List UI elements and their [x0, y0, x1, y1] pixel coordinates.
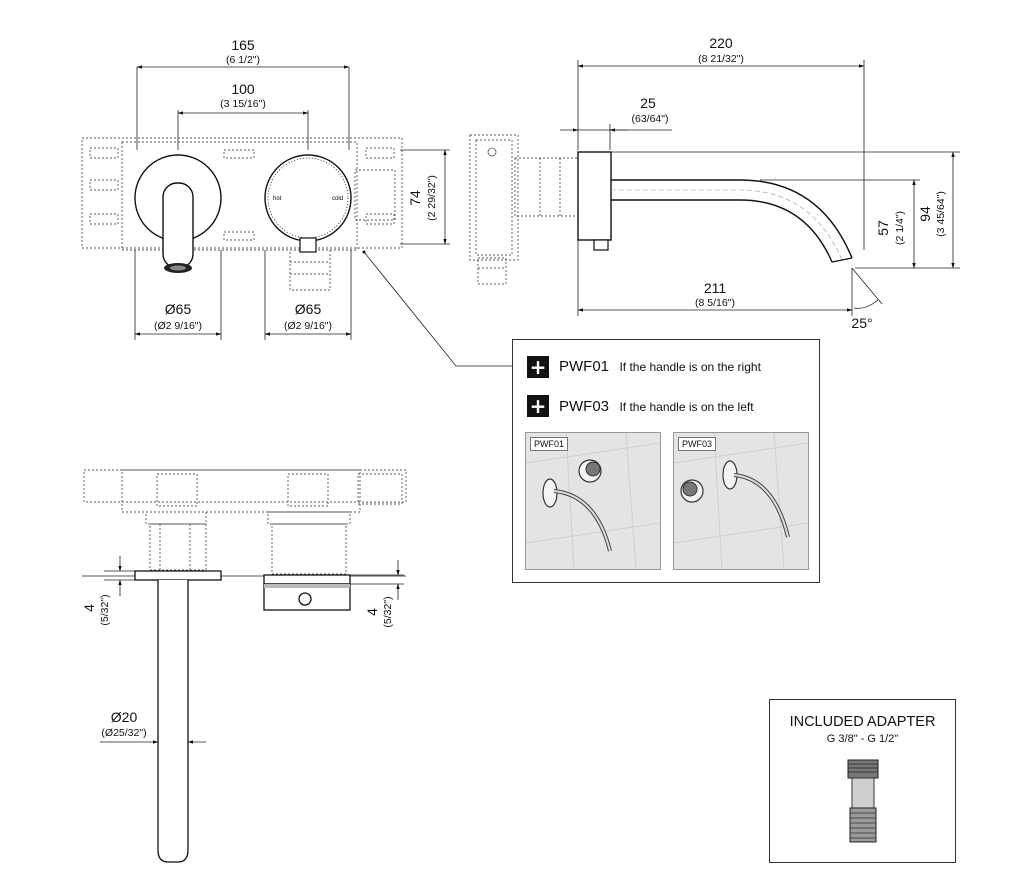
dim-spout-diameter-value: Ø20: [111, 709, 138, 725]
side-view: 220 (8 21/32") 25 (63/64") 57 (2 1/4") 9…: [469, 35, 960, 331]
plus-icon: +: [527, 356, 549, 378]
plan-view: 4 (5/32") 4 (5/32") Ø20 (Ø25/32"): [81, 469, 407, 863]
dim-projection-imperial: (8 21/32"): [698, 53, 744, 65]
option-code: PWF03: [559, 398, 610, 415]
dim-plate-imperial: (63/64"): [632, 113, 669, 125]
photo-pwf03: PWF03: [673, 432, 809, 570]
option-box: + PWF01 If the handle is on the right + …: [512, 339, 820, 583]
dim-plate-value: 25: [640, 95, 656, 111]
dim-projection-value: 220: [709, 35, 733, 51]
adapter-illustration: [847, 759, 879, 843]
dim-right-plate-value: 4: [364, 608, 380, 616]
dim-total-height-value: 94: [917, 206, 933, 222]
dim-right-diameter-value: Ø65: [295, 301, 322, 317]
adapter-subtitle: G 3/8" - G 1/2": [826, 733, 899, 745]
dim-spout-drop-value: 57: [875, 220, 891, 236]
plus-icon: +: [527, 395, 549, 417]
adapter-box: INCLUDED ADAPTER G 3/8" - G 1/2": [769, 699, 956, 863]
dim-left-diameter-imperial: (Ø2 9/16"): [154, 320, 202, 332]
dim-total-height-imperial: (3 45/64"): [935, 191, 947, 237]
dim-spout-drop-imperial: (2 1/4"): [894, 211, 906, 245]
dim-spout-diameter-imperial: (Ø25/32"): [101, 727, 146, 739]
photo-pwf01: PWF01: [525, 432, 661, 570]
dim-overall-value: 165: [231, 37, 255, 53]
dim-overall-imperial: (6 1/2"): [226, 54, 260, 66]
dim-left-plate-imperial: (5/32"): [99, 594, 111, 625]
dim-spout-reach-imperial: (8 5/16"): [695, 297, 735, 309]
adapter-title: INCLUDED ADAPTER: [789, 714, 936, 730]
option-code: PWF01: [559, 358, 610, 375]
dim-left-diameter-value: Ø65: [165, 301, 192, 317]
dim-right-plate-imperial: (5/32"): [382, 596, 394, 627]
dim-spout-reach-value: 211: [704, 280, 727, 296]
dim-right-diameter-imperial: (Ø2 9/16"): [284, 320, 332, 332]
photo-label: PWF01: [530, 437, 569, 451]
dim-centers-imperial: (3 15/16"): [220, 98, 266, 110]
option-description: If the handle is on the left: [619, 400, 754, 414]
dim-centers-value: 100: [231, 81, 255, 97]
option-pwf03: PWF03 If the handle is on the left: [559, 398, 754, 416]
angle-label: 25°: [851, 315, 872, 331]
dim-height-imperial: (2 29/32"): [426, 175, 438, 221]
handle-label-hot: hot: [273, 196, 282, 202]
dim-height-value: 74: [407, 190, 423, 206]
option-pwf01: PWF01 If the handle is on the right: [559, 358, 761, 376]
dim-left-plate-value: 4: [81, 604, 97, 612]
front-view: 165 (6 1/2") 100 (3 15/16") hot cold: [81, 37, 512, 367]
handle-label-cold: cold: [332, 196, 343, 202]
option-description: If the handle is on the right: [619, 360, 761, 374]
photo-label: PWF03: [678, 437, 717, 451]
